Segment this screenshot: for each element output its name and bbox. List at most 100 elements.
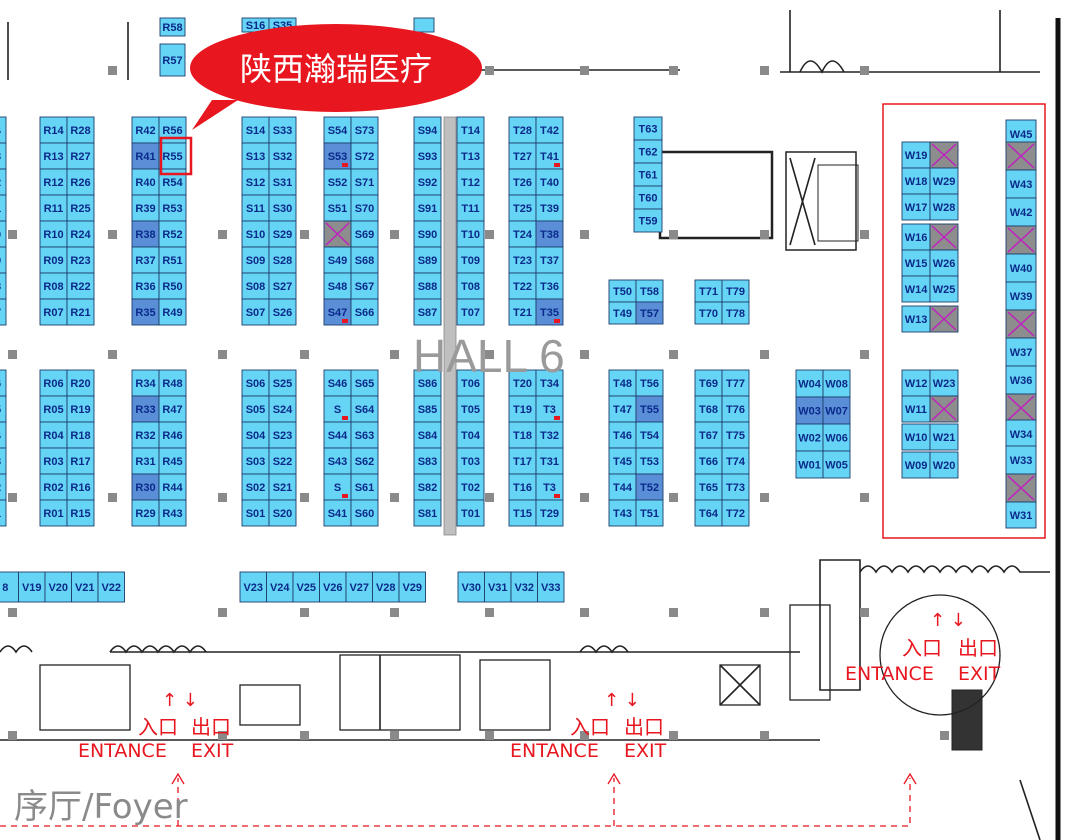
booth-W01[interactable]: W01 — [795, 450, 824, 479]
booth-T15[interactable]: T15 — [508, 499, 537, 527]
booth-S[interactable]: S — [323, 395, 352, 423]
booth-R51[interactable]: R51 — [158, 246, 187, 274]
booth-R04[interactable]: R04 — [39, 421, 68, 449]
booth-T38[interactable]: T38 — [535, 220, 564, 248]
booth-T24[interactable]: T24 — [508, 220, 537, 248]
booth-R07[interactable]: R07 — [39, 298, 68, 326]
booth-S94[interactable]: S94 — [413, 116, 442, 144]
booth-5[interactable]: 5 — [0, 395, 7, 423]
booth-S86[interactable]: S86 — [413, 369, 442, 397]
booth-T04[interactable]: T04 — [456, 421, 485, 449]
booth-T68[interactable]: T68 — [694, 395, 723, 423]
booth-S08[interactable]: S08 — [241, 272, 270, 300]
booth-W13[interactable]: W13 — [901, 305, 931, 333]
booth-R33[interactable]: R33 — [131, 395, 160, 423]
booth-[interactable] — [413, 17, 435, 33]
booth-S41[interactable]: S41 — [323, 499, 352, 527]
booth-R40[interactable]: R40 — [131, 168, 160, 196]
booth-W16[interactable]: W16 — [901, 223, 931, 251]
booth-reserved[interactable] — [323, 220, 352, 248]
booth-S72[interactable]: S72 — [350, 142, 379, 170]
booth-R26[interactable]: R26 — [66, 168, 95, 196]
booth-R20[interactable]: R20 — [66, 369, 95, 397]
booth-V30[interactable]: V30 — [457, 571, 485, 603]
booth-T16[interactable]: T16 — [508, 473, 537, 501]
booth-1[interactable]: 1 — [0, 499, 7, 527]
booth-V19[interactable]: V19 — [18, 571, 46, 603]
booth-S63[interactable]: S63 — [350, 421, 379, 449]
booth-R35[interactable]: R35 — [131, 298, 160, 326]
booth-S07[interactable]: S07 — [241, 298, 270, 326]
booth-R24[interactable]: R24 — [66, 220, 95, 248]
booth-V20[interactable]: V20 — [44, 571, 72, 603]
booth-S28[interactable]: S28 — [268, 246, 297, 274]
booth-reserved[interactable] — [1005, 225, 1037, 255]
booth-R44[interactable]: R44 — [158, 473, 187, 501]
booth-R02[interactable]: R02 — [39, 473, 68, 501]
booth-8[interactable]: 8 — [0, 272, 7, 300]
booth-S20[interactable]: S20 — [268, 499, 297, 527]
booth-W08[interactable]: W08 — [822, 369, 851, 398]
booth-V32[interactable]: V32 — [510, 571, 538, 603]
booth-W26[interactable]: W26 — [929, 249, 959, 277]
booth-T17[interactable]: T17 — [508, 447, 537, 475]
booth-T11[interactable]: T11 — [456, 194, 485, 222]
booth-R34[interactable]: R34 — [131, 369, 160, 397]
booth-R45[interactable]: R45 — [158, 447, 187, 475]
booth-W29[interactable]: W29 — [929, 167, 959, 195]
booth-T59[interactable]: T59 — [633, 208, 663, 233]
booth-T3[interactable]: T3 — [535, 473, 564, 501]
booth-R09[interactable]: R09 — [39, 246, 68, 274]
booth-S53[interactable]: S53 — [323, 142, 352, 170]
booth-S01[interactable]: S01 — [241, 499, 270, 527]
booth-T64[interactable]: T64 — [694, 499, 723, 527]
booth-S13[interactable]: S13 — [241, 142, 270, 170]
booth-T01[interactable]: T01 — [456, 499, 485, 527]
booth-reserved[interactable] — [929, 395, 959, 423]
booth-V24[interactable]: V24 — [266, 571, 294, 603]
booth-R17[interactable]: R17 — [66, 447, 95, 475]
booth-R11[interactable]: R11 — [39, 194, 68, 222]
booth-V28[interactable]: V28 — [372, 571, 400, 603]
booth-T43[interactable]: T43 — [608, 499, 637, 527]
booth-W05[interactable]: W05 — [822, 450, 851, 479]
booth-S33[interactable]: S33 — [268, 116, 297, 144]
booth-2[interactable]: 2 — [0, 168, 7, 196]
booth-S[interactable]: S — [323, 473, 352, 501]
booth-reserved[interactable] — [1005, 473, 1037, 503]
booth-T05[interactable]: T05 — [456, 395, 485, 423]
booth-T52[interactable]: T52 — [635, 473, 664, 501]
booth-R58[interactable]: R58 — [159, 17, 186, 37]
booth-S09[interactable]: S09 — [241, 246, 270, 274]
booth-R50[interactable]: R50 — [158, 272, 187, 300]
booth-R22[interactable]: R22 — [66, 272, 95, 300]
booth-4[interactable]: 4 — [0, 421, 7, 449]
booth-T06[interactable]: T06 — [456, 369, 485, 397]
booth-W42[interactable]: W42 — [1005, 197, 1037, 227]
booth-T61[interactable]: T61 — [633, 162, 663, 187]
booth-S23[interactable]: S23 — [268, 421, 297, 449]
booth-T29[interactable]: T29 — [535, 499, 564, 527]
booth-R38[interactable]: R38 — [131, 220, 160, 248]
booth-S52[interactable]: S52 — [323, 168, 352, 196]
booth-S91[interactable]: S91 — [413, 194, 442, 222]
booth-T46[interactable]: T46 — [608, 421, 637, 449]
booth-T63[interactable]: T63 — [633, 116, 663, 141]
booth-R53[interactable]: R53 — [158, 194, 187, 222]
booth-V25[interactable]: V25 — [292, 571, 320, 603]
booth-R19[interactable]: R19 — [66, 395, 95, 423]
booth-T20[interactable]: T20 — [508, 369, 537, 397]
booth-S02[interactable]: S02 — [241, 473, 270, 501]
booth-R05[interactable]: R05 — [39, 395, 68, 423]
booth-T57[interactable]: T57 — [635, 301, 664, 325]
booth-reserved[interactable] — [1005, 393, 1037, 423]
booth-T36[interactable]: T36 — [535, 272, 564, 300]
booth-W20[interactable]: W20 — [929, 451, 959, 479]
booth-S71[interactable]: S71 — [350, 168, 379, 196]
booth-T19[interactable]: T19 — [508, 395, 537, 423]
booth-2[interactable]: 2 — [0, 473, 7, 501]
booth-reserved[interactable] — [1005, 141, 1037, 171]
booth-T35[interactable]: T35 — [535, 298, 564, 326]
booth-T48[interactable]: T48 — [608, 369, 637, 397]
booth-S84[interactable]: S84 — [413, 421, 442, 449]
